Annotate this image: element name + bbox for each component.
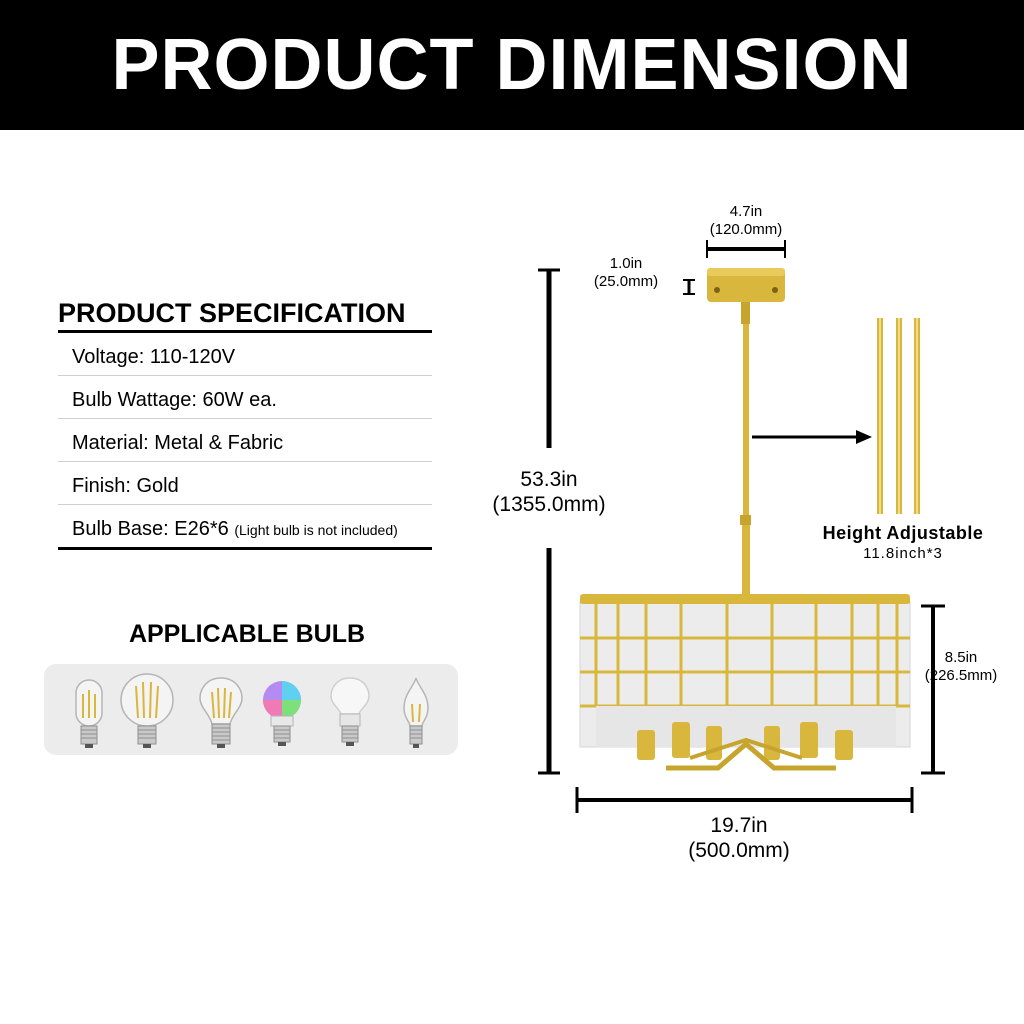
led-a19-bulb-icon — [330, 677, 370, 746]
spec-row-bulb-base: Bulb Base: E26*6 (Light bulb is not incl… — [58, 505, 432, 550]
canopy-width-label: 4.7in (120.0mm) — [709, 203, 783, 238]
header-banner: PRODUCT DIMENSION — [0, 0, 1024, 130]
a19-filament-bulb-icon — [199, 677, 243, 748]
dimension-lines — [538, 240, 945, 813]
shade-height-label: 8.5in (226.5mm) — [924, 649, 998, 684]
candle-filament-bulb-icon — [403, 677, 429, 748]
globe-filament-bulb-icon — [120, 673, 174, 748]
spec-row-finish: Finish: Gold — [58, 462, 432, 505]
spec-row-material: Material: Metal & Fabric — [58, 419, 432, 462]
arrow-head — [856, 430, 872, 444]
spec-row-wattage: Bulb Wattage: 60W ea. — [58, 376, 432, 419]
spec-table: PRODUCT SPECIFICATION Voltage: 110-120V … — [58, 292, 432, 550]
rgb-smart-bulb-icon — [263, 681, 301, 746]
bulb-note: (Light bulb is not included) — [234, 522, 398, 538]
spec-title: PRODUCT SPECIFICATION — [58, 292, 432, 333]
canopy-height-label: 1.0in (25.0mm) — [593, 255, 659, 290]
applicable-bulb-panel — [44, 664, 458, 755]
height-adjustable-label: Height Adjustable 11.8inch*3 — [822, 523, 984, 562]
t-shape-filament-bulb-icon — [75, 679, 103, 748]
page-title: PRODUCT DIMENSION — [111, 25, 913, 105]
adjustable-rods — [877, 318, 920, 514]
applicable-bulb-title: APPLICABLE BULB — [128, 620, 366, 648]
spec-row-voltage: Voltage: 110-120V — [58, 333, 432, 376]
shade-width-label: 19.7in (500.0mm) — [688, 814, 790, 863]
total-height-label: 53.3in (1355.0mm) — [492, 468, 606, 517]
chandelier — [579, 268, 911, 771]
